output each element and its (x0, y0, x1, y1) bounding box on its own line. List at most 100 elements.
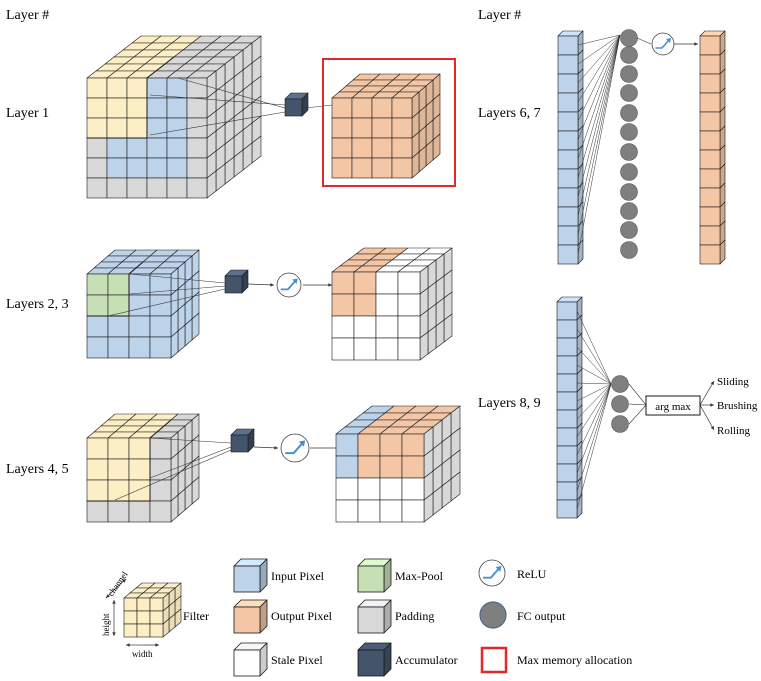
layer45-arrow-to-relu (253, 446, 279, 450)
layer67-fc-to-relu (636, 37, 652, 45)
legend-axis-width: width (132, 649, 153, 659)
layer23-input-cube-front-cell (107, 273, 130, 296)
layer45-input-cube-front-cell (86, 500, 109, 523)
layer67-fc-output-node (620, 104, 638, 122)
layer45-input-cube-front-cell (107, 479, 130, 502)
layer67-fc-output-node (620, 241, 638, 259)
layer89-fc-output-node (611, 415, 629, 433)
argmax-arrow-sliding (699, 380, 715, 406)
relu-icon (478, 559, 506, 587)
layer45-input-cube-front-cell (86, 437, 109, 460)
layer67-fc-connection (577, 34, 621, 198)
layer1-input-cube-front-cell (86, 97, 108, 119)
layer45-output-cube-front-cell (379, 455, 403, 479)
legend-width-arrow (142, 643, 159, 647)
layer1-input-cube-front-cell (126, 97, 148, 119)
layer23-output-cube-front-cell (331, 337, 355, 361)
layer23-output-cube-front-cell (375, 271, 399, 295)
layer23-output-cube (331, 247, 453, 361)
layer1-output-cube-front-cell (331, 97, 353, 119)
layer23-output-cube-front-cell (353, 271, 377, 295)
layer45-filter-line (149, 437, 232, 444)
layer67-fc-connection (577, 34, 621, 84)
layer23-filter-line (129, 273, 226, 284)
layer1-input-cube-front-cell (166, 137, 188, 159)
layer67-fc-output-node (620, 163, 638, 181)
layer89-fc-connection (576, 383, 612, 474)
layer45-relu-icon (280, 433, 310, 463)
layer23-input-cube-front-cell (107, 315, 130, 338)
layer23-input-cube (86, 249, 200, 359)
layer89-fc-to-argmax (628, 404, 647, 425)
layer67-fc-connection (577, 34, 621, 217)
legend-filter-cube-front-cell (149, 597, 164, 612)
layer1-input-cube-front-cell (186, 157, 208, 179)
layer89-fc-to-argmax (628, 383, 647, 406)
layer23-output-cube-front-cell (353, 337, 377, 361)
layer1-output-cube-front-cell (371, 117, 393, 139)
layer67-fc-connection (577, 34, 621, 141)
layer45-output-cube-front-cell (379, 477, 403, 501)
layer45-filter-line (149, 446, 232, 479)
layer45-output-cube-front-cell (401, 455, 425, 479)
layer89-fc-connection (576, 383, 612, 510)
layer1-input-cube-front-cell (86, 77, 108, 99)
layer1-input-cube-front-cell (166, 157, 188, 179)
legend-padding: Padding (395, 609, 434, 623)
right-layer-header: Layer # (478, 8, 521, 23)
legend-filter-cube-front-cell (149, 610, 164, 625)
layer45-input-cube-front-cell (149, 500, 172, 523)
max-memory-allocation-box (322, 58, 456, 187)
layer1-input-cube-front-cell (126, 77, 148, 99)
legend-stale-pixel: Stale Pixel (271, 653, 323, 667)
layer67-fc-connection (577, 34, 621, 65)
layer23-output-cube-front-cell (331, 315, 355, 339)
layer45-output-cube-front-cell (335, 433, 359, 457)
layer67-fc-connection (577, 34, 621, 255)
legend-output-pixel: Output Pixel (271, 609, 333, 623)
layer1-output-cube-front-cell (371, 97, 393, 119)
layer23-output-cube-front-cell (353, 315, 377, 339)
layer45-filter-line (114, 449, 232, 501)
layer1-output-cube-front-cell (331, 117, 353, 139)
layer1-output-line (305, 104, 333, 109)
layer45-input-cube-front-cell (128, 500, 151, 523)
layer45-input-cube-front-cell (107, 437, 130, 460)
layer23-input-cube-front-cell (149, 315, 172, 338)
layer1-input-cube-front-cell (166, 97, 188, 119)
layer45-input-cube-front-cell (149, 479, 172, 502)
layer23-input-cube-front-cell (128, 273, 151, 296)
layer89-fc-output-node (611, 395, 629, 413)
legend-filter-cube-front-cell (123, 623, 138, 638)
layer67-fc-connection (577, 34, 621, 160)
layer45-output-cube (335, 405, 461, 523)
layer1-input-cube-front-cell (106, 177, 128, 199)
legend-axis-channel: channel (105, 569, 130, 598)
argmax-box (645, 395, 701, 416)
legend-filter-cube-front-cell (149, 623, 164, 638)
layer45-output-cube-front-cell (357, 477, 381, 501)
layer45-output-cube-front-cell (401, 499, 425, 523)
layer89-input-column (556, 296, 583, 519)
row-label-layers-6-7: Layers 6, 7 (478, 106, 541, 121)
layer1-input-cube-front-cell (106, 117, 128, 139)
layer1-input-cube-front-cell (146, 157, 168, 179)
layer23-output-cube-front-cell (375, 337, 399, 361)
layer45-output-cube-front-cell (379, 433, 403, 457)
layer45-input-cube-front-cell (107, 458, 130, 481)
layer1-input-cube-front-cell (166, 77, 188, 99)
layer1-output-cube-front-cell (351, 117, 373, 139)
legend-accumulator: Accumulator (395, 653, 458, 667)
layer67-input-column (557, 30, 584, 265)
layer1-input-cube-filter-outline (87, 56, 175, 139)
layer45-input-cube (86, 413, 200, 523)
layer23-input-cube-front-cell (128, 336, 151, 359)
layer23-input-cube-front-cell (86, 315, 109, 338)
layer23-output-cube-front-cell (397, 271, 421, 295)
layer23-arrow-to-output (303, 283, 332, 287)
layer67-fc-output-node (620, 123, 638, 141)
legend-filter-cube-front-cell (136, 610, 151, 625)
legend-filter-cube-front-cell (136, 623, 151, 638)
output-brushing: Brushing (717, 400, 758, 412)
